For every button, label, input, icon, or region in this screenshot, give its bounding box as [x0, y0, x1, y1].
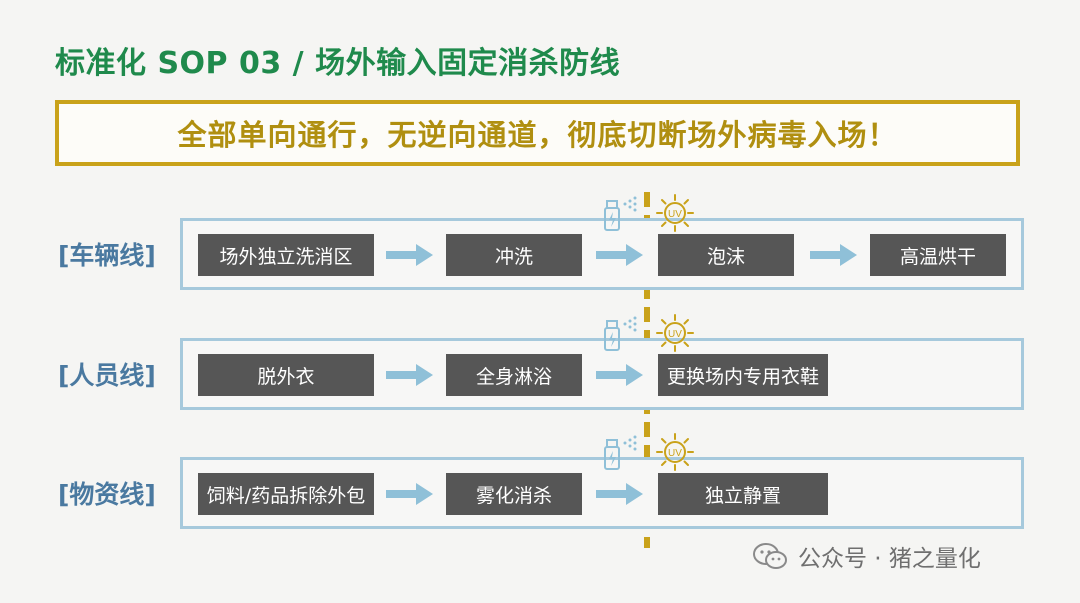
- vehicle-step-3: 泡沫: [658, 234, 794, 276]
- personnel-step-3: 更换场内专用衣鞋: [658, 354, 828, 396]
- uv-label: UV: [668, 329, 682, 340]
- spray-disinfect-icon: [604, 435, 637, 470]
- watermark-text: 公众号 · 猪之量化: [798, 546, 981, 572]
- arrow-right-icon: [810, 244, 857, 266]
- supplies-line-label: [物资线]: [58, 480, 156, 509]
- rule-banner: 全部单向通行，无逆向通道，彻底切断场外病毒入场！: [55, 100, 1020, 166]
- uv-label: UV: [668, 448, 682, 459]
- arrow-right-icon: [386, 364, 433, 386]
- vehicle-step-4: 高温烘干: [870, 234, 1006, 276]
- supplies-step-2: 雾化消杀: [446, 473, 582, 515]
- watermark: 公众号 · 猪之量化: [752, 539, 981, 573]
- banner-text: 全部单向通行，无逆向通道，彻底切断场外病毒入场！: [177, 118, 898, 152]
- supplies-line-box: [180, 457, 1024, 529]
- arrow-right-icon: [596, 364, 643, 386]
- wechat-icon: [753, 543, 787, 569]
- uv-sun-icon: UV: [656, 314, 694, 352]
- arrow-right-icon: [596, 483, 643, 505]
- supplies-step-3: 独立静置: [658, 473, 828, 515]
- vehicle-line-label: [车辆线]: [58, 241, 156, 270]
- vehicle-step-2: 冲洗: [446, 234, 582, 276]
- arrow-right-icon: [386, 244, 433, 266]
- supplies-step-1: 饲料/药品拆除外包: [198, 473, 374, 515]
- personnel-line-label: [人员线]: [58, 361, 156, 390]
- vehicle-step-1: 场外独立洗消区: [198, 234, 374, 276]
- spray-disinfect-icon: [604, 196, 637, 231]
- uv-label: UV: [668, 209, 682, 220]
- uv-sun-icon: UV: [656, 194, 694, 232]
- arrow-right-icon: [386, 483, 433, 505]
- uv-sun-icon: UV: [656, 433, 694, 471]
- arrow-right-icon: [596, 244, 643, 266]
- personnel-step-1: 脱外衣: [198, 354, 374, 396]
- personnel-step-2: 全身淋浴: [446, 354, 582, 396]
- spray-disinfect-icon: [604, 316, 637, 351]
- page-title: 标准化 SOP 03 / 场外输入固定消杀防线: [55, 46, 621, 81]
